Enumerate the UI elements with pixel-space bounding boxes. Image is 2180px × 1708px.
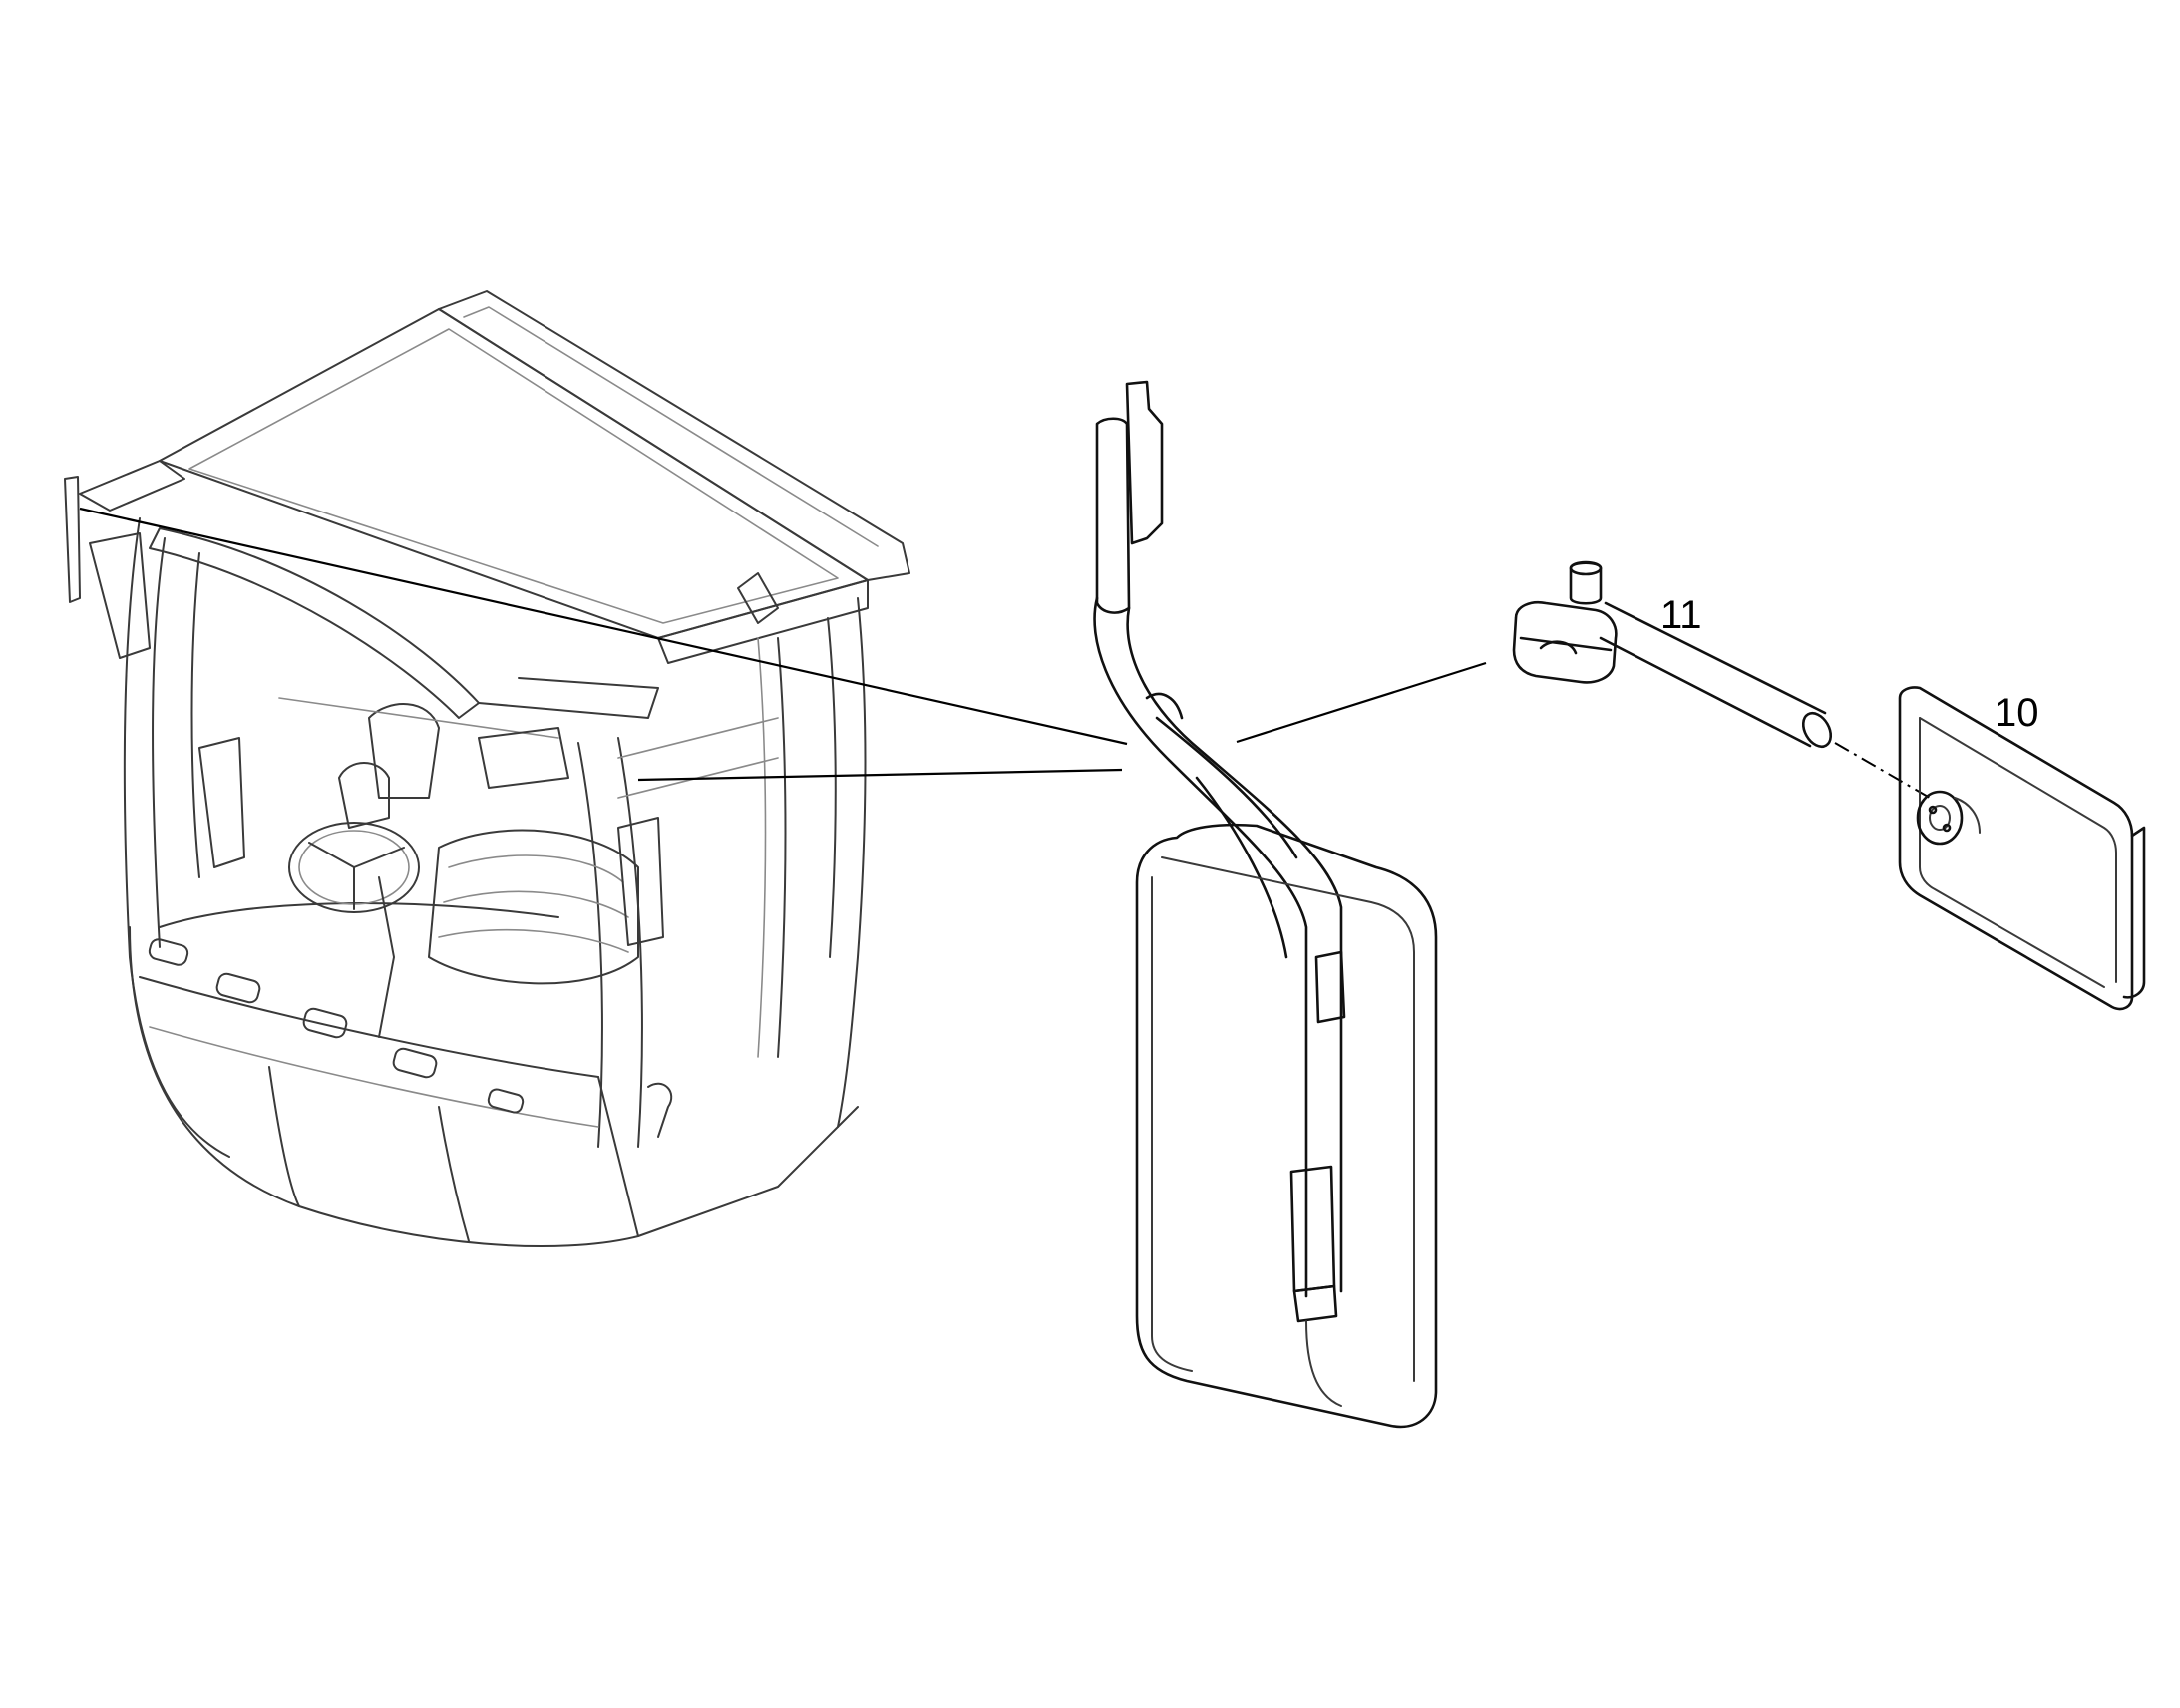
part-10-small-mirror (1898, 686, 2146, 1011)
leader-lines (79, 507, 1487, 782)
centerline (1834, 742, 1931, 799)
callout-11: 11 (1660, 593, 1702, 637)
part-11-bracket-rod (1512, 560, 1931, 799)
cab-assembly (64, 290, 910, 1247)
leader-right-mirror (637, 768, 1123, 782)
leader-left-mirror (79, 507, 1128, 746)
leader-bracket (1236, 661, 1487, 744)
callout-10: 10 (1995, 691, 2039, 735)
mirror-assembly (1093, 380, 1438, 1429)
